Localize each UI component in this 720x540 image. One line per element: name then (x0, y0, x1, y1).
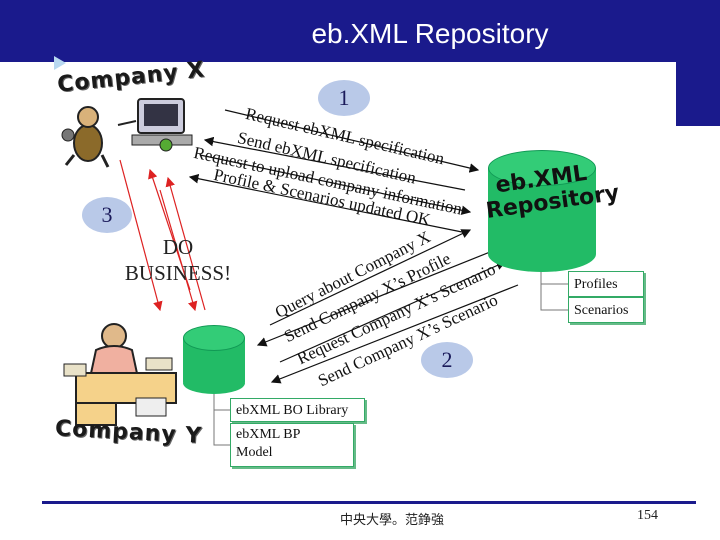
footer-text: 中央大學。范錚強 (340, 513, 445, 528)
arrow-request-scenario (279, 261, 507, 363)
bullet-arrow-icon (54, 56, 66, 70)
step-1-badge: 1 (318, 80, 370, 116)
footer-rule (42, 501, 696, 504)
bo-library-box: ebXML BO Library (230, 398, 365, 422)
title-bar-accent (676, 62, 720, 126)
page-number: 154 (637, 508, 658, 523)
repository-tree-lines (540, 270, 568, 311)
arrow-send-spec (203, 136, 466, 191)
slide-title: eb.XML Repository (311, 18, 549, 49)
arrow-do-business-side (165, 176, 206, 311)
company-x-clipart (61, 98, 193, 168)
company-y-db-top (183, 325, 245, 351)
title-bar (0, 0, 720, 62)
arrow-query-company (269, 229, 472, 326)
company-y-clipart (63, 323, 177, 426)
arrow-request-spec (224, 109, 480, 173)
repository-cylinder-top (488, 150, 596, 186)
arrow-profile-updated (188, 173, 463, 233)
arrow-request-upload (199, 154, 472, 215)
repository-scenarios-box: Scenarios (568, 297, 644, 323)
step-2-badge: 2 (421, 342, 473, 378)
arrow-send-scenario (270, 284, 519, 384)
library-tree-lines (213, 392, 230, 446)
arrow-send-profile (256, 249, 496, 347)
repository-profiles-box: Profiles (568, 271, 644, 297)
arrow-do-business-down-1 (119, 159, 163, 312)
arrow-do-business-up (159, 189, 198, 312)
step-3-badge: 3 (82, 197, 132, 233)
